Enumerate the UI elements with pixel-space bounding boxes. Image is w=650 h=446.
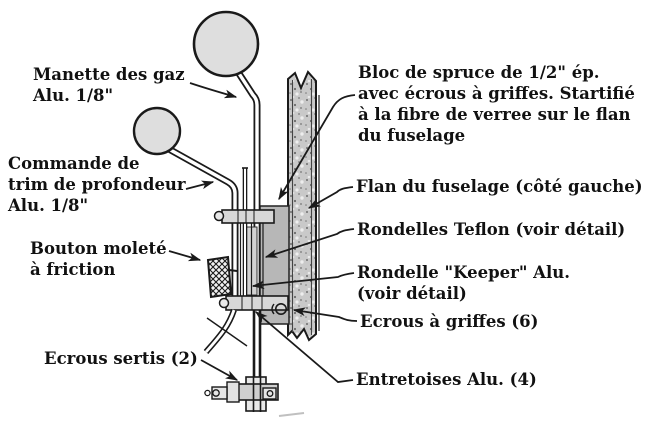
- label-line: Alu. 1/8": [8, 196, 89, 215]
- trim-cable: [203, 308, 248, 354]
- label-line: Commande de: [8, 154, 140, 173]
- fuselage-wall: [287, 70, 320, 342]
- leader-entretoises: [255, 311, 354, 383]
- label-line: Alu. 1/8": [33, 86, 114, 105]
- label-line: Flan du fuselage (côté gauche): [356, 177, 643, 196]
- throttle-lever: [192, 10, 261, 382]
- label-ecrous-griffes: Ecrous à griffes (6): [360, 311, 538, 332]
- label-line: à friction: [30, 260, 116, 279]
- label-line: Ecrous sertis (2): [44, 349, 198, 368]
- throttle-knob-ball: [192, 10, 260, 78]
- leader-commande: [185, 180, 215, 190]
- label-line: à la fibre de verree sur le flan: [358, 105, 631, 124]
- label-line: Rondelles Teflon (voir détail): [357, 220, 626, 239]
- label-line: Rondelle "Keeper" Alu.: [357, 263, 570, 282]
- leader-sertis: [200, 359, 239, 381]
- label-line: (voir détail): [357, 284, 467, 303]
- bellcrank-assembly: [204, 310, 305, 417]
- break-tick: [206, 317, 248, 347]
- clamp-plate-bottom: [218, 295, 289, 311]
- label-rondelle-keeper: Rondelle "Keeper" Alu. (voir détail): [357, 262, 570, 304]
- leader-teflon: [264, 228, 355, 258]
- label-flan-fuselage: Flan du fuselage (côté gauche): [356, 176, 643, 197]
- leader-lines: [168, 82, 358, 383]
- label-line: Entretoises Alu. (4): [356, 370, 537, 389]
- leader-griffes: [292, 307, 358, 322]
- leader-manette: [189, 82, 238, 99]
- trim-knob-ball: [132, 106, 182, 156]
- label-bloc-spruce: Bloc de spruce de 1/2" ép. avec écrous à…: [358, 62, 635, 146]
- control-rod-cluster: [239, 167, 264, 302]
- label-commande-trim: Commande de trim de profondeur Alu. 1/8": [8, 153, 186, 216]
- label-line: Bloc de spruce de 1/2" ép.: [358, 63, 600, 82]
- leader-keeper: [251, 272, 355, 290]
- label-ecrous-sertis: Ecrous sertis (2): [44, 348, 198, 369]
- leader-bloc: [278, 94, 356, 201]
- label-line: Ecrous à griffes (6): [360, 312, 539, 331]
- label-line: Manette des gaz: [33, 65, 185, 84]
- clamp-bolt-bottom: [218, 297, 230, 309]
- label-line: du fuselage: [358, 126, 466, 145]
- crimped-nut-right: [262, 387, 277, 400]
- leader-flan: [307, 186, 354, 209]
- label-line: avec écrous à griffes. Startifié: [358, 84, 635, 103]
- claw-nut-detail: [271, 302, 287, 315]
- leader-bouton: [168, 250, 202, 262]
- label-entretoises: Entretoises Alu. (4): [356, 369, 537, 390]
- label-line: trim de profondeur: [8, 175, 186, 194]
- faint-mark: [278, 412, 305, 417]
- clamp-plate-top: [213, 209, 275, 224]
- label-rondelles-teflon: Rondelles Teflon (voir détail): [357, 219, 625, 240]
- clamp-bolt-top: [213, 210, 225, 222]
- trim-lever: [132, 106, 239, 302]
- label-bouton-molete: Bouton moleté à friction: [30, 238, 167, 280]
- label-manette-des-gaz: Manette des gaz Alu. 1/8": [33, 64, 185, 106]
- label-line: Bouton moleté: [30, 239, 167, 258]
- friction-knob: [206, 255, 238, 299]
